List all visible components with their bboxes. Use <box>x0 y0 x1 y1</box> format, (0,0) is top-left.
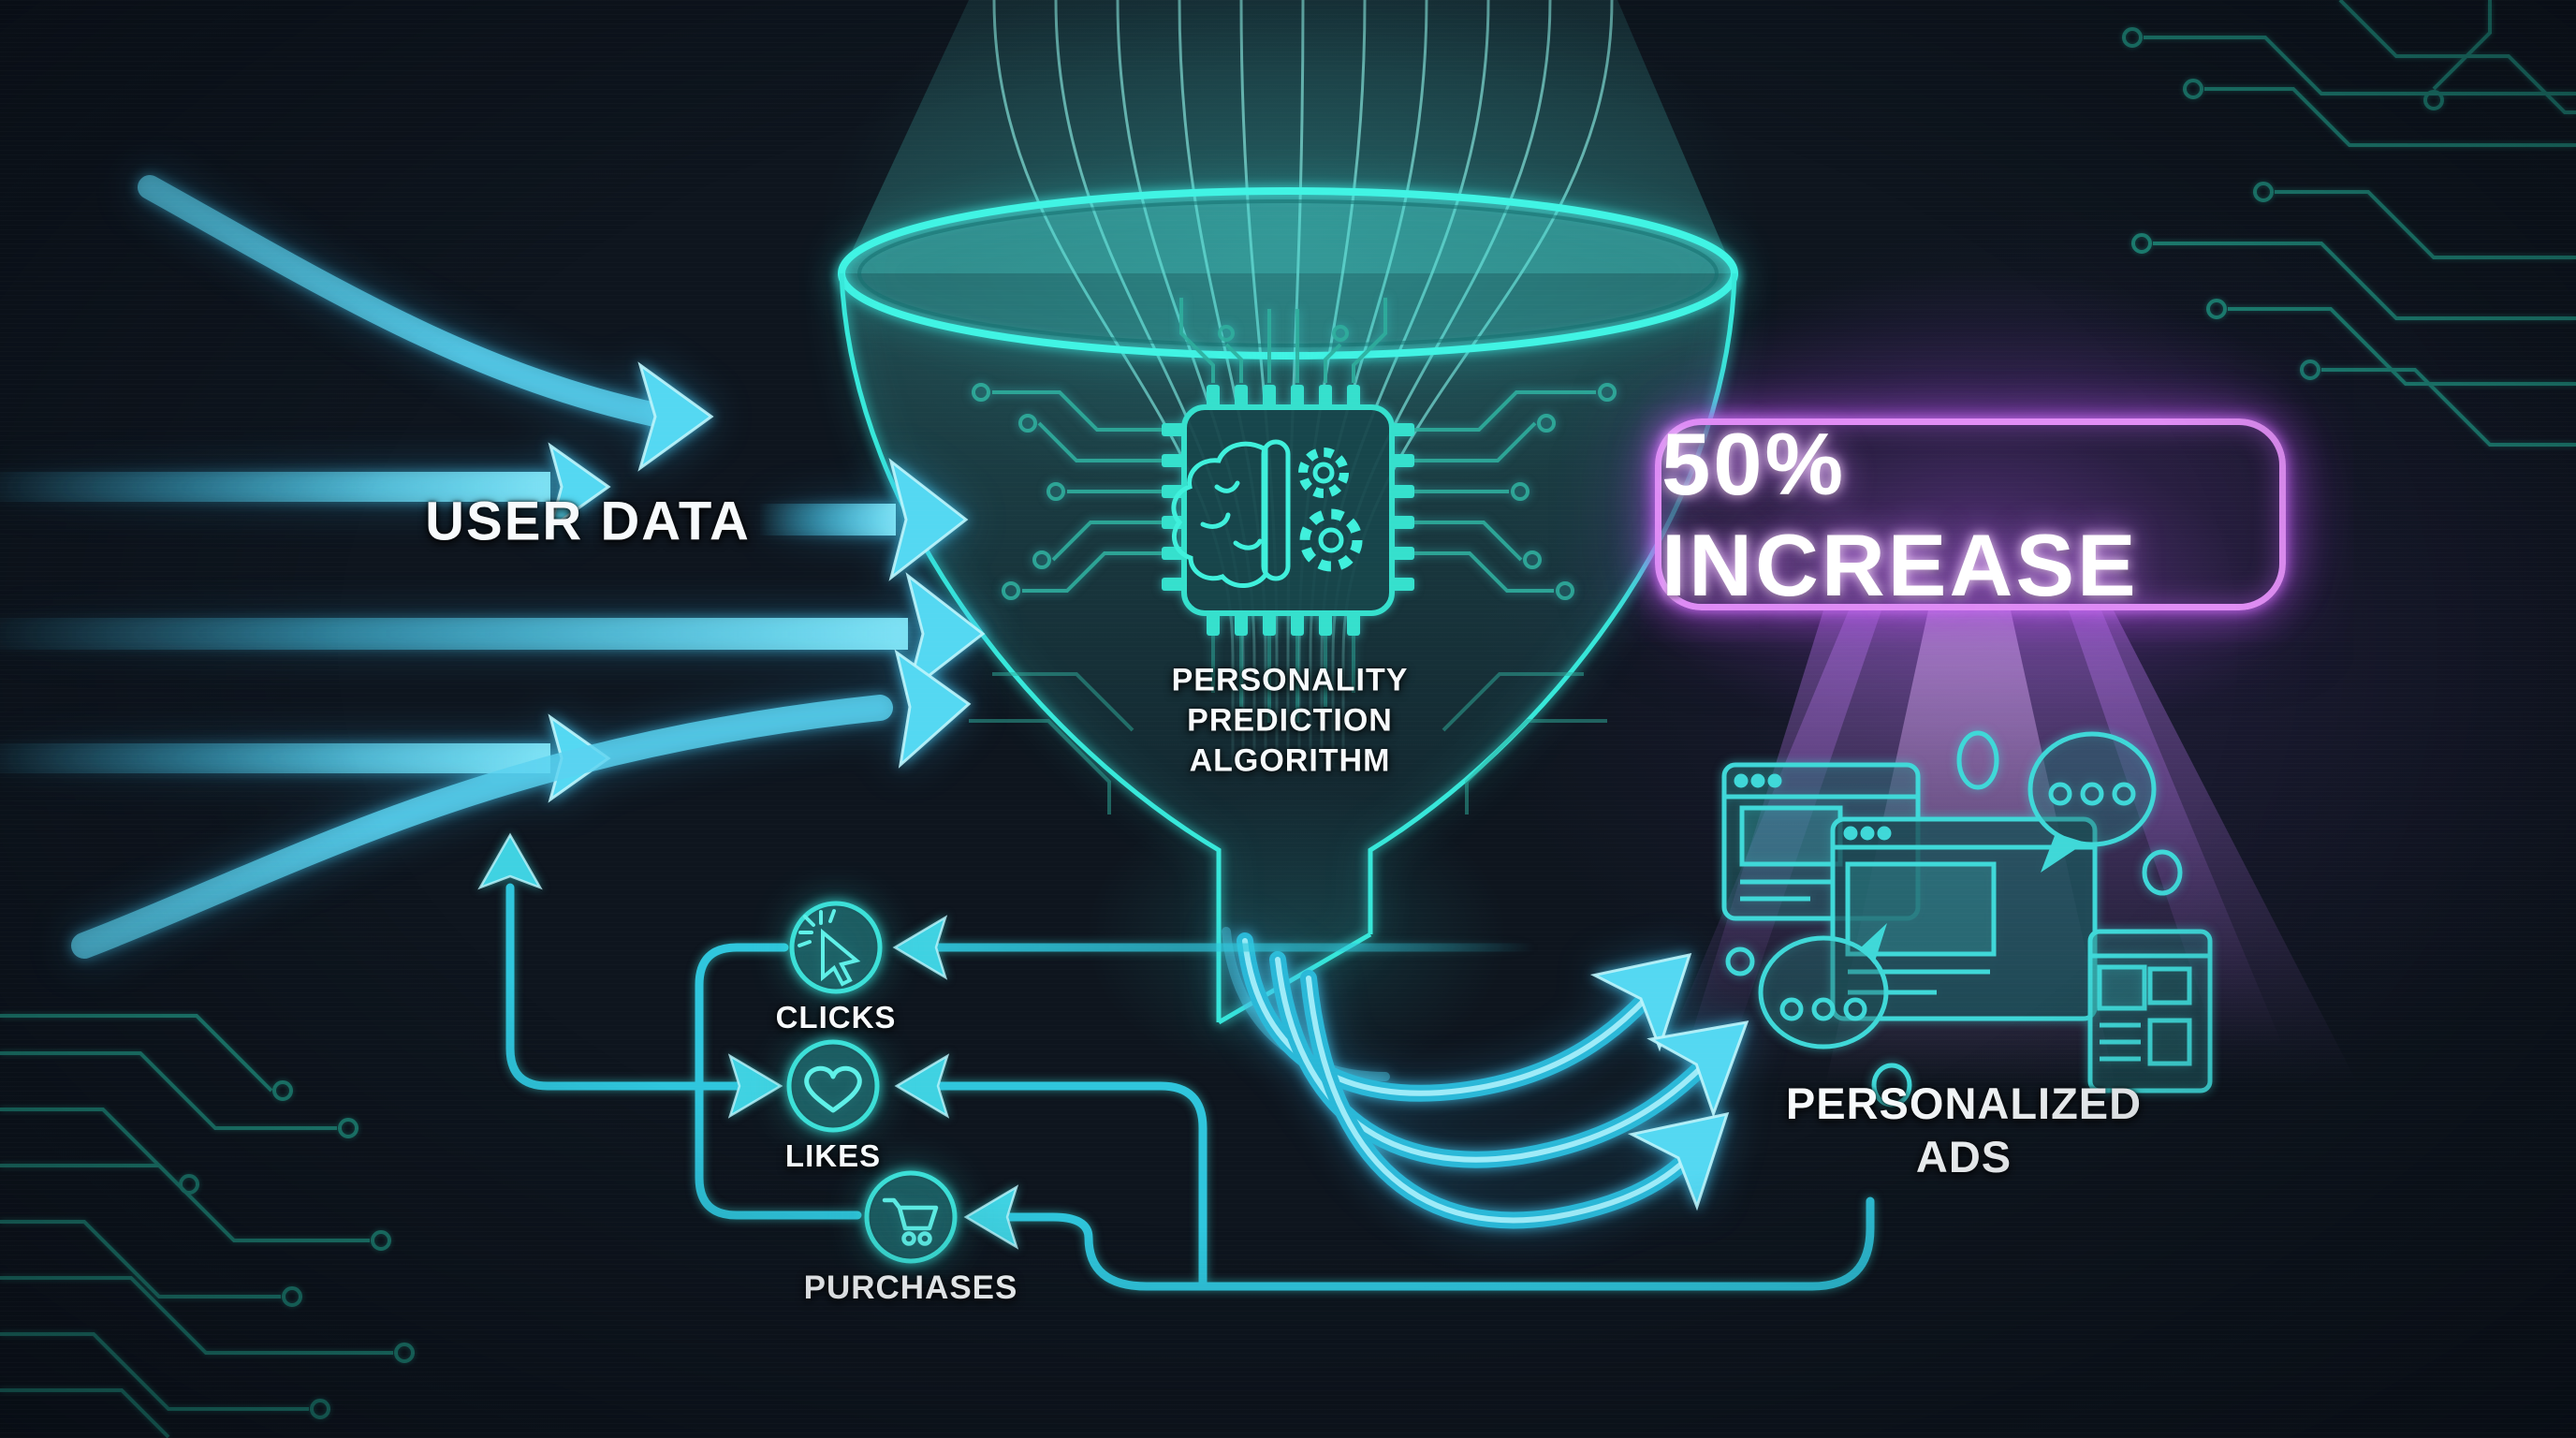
feedback-line-main <box>974 1196 1875 1291</box>
output-arrows <box>1222 927 1749 1229</box>
decor-dots <box>1725 730 2183 1108</box>
feedback-line-return <box>505 883 744 1091</box>
flow-arrow <box>760 504 896 536</box>
flow-arrow <box>0 743 550 773</box>
flow-arrow <box>71 695 893 959</box>
algorithm-label-line: ALGORITHM <box>1189 742 1391 779</box>
chat-bubble-icon <box>1758 923 1889 1049</box>
algorithm-label-line: PERSONALITY <box>1171 662 1409 698</box>
arrowhead <box>892 915 948 980</box>
personalized-ads-line: PERSONALIZED <box>1785 1078 2143 1128</box>
funnel-body <box>842 273 1734 1022</box>
arrowhead <box>894 649 972 769</box>
likes-badge <box>786 1039 880 1133</box>
arrowhead <box>727 1053 783 1119</box>
circuit-decoration-bottom-left <box>0 1014 415 1438</box>
algorithm-label-line: PREDICTION <box>1187 702 1393 739</box>
chip-pins <box>1162 385 1414 636</box>
funnel-mouth <box>838 187 1738 360</box>
browser-window-icon <box>2087 929 2213 1093</box>
purchases-badge <box>864 1170 958 1264</box>
personalized-ads-line: ADS <box>1915 1132 2012 1181</box>
feedback-loop <box>477 832 1875 1291</box>
ads-cluster <box>1721 730 2213 1108</box>
result-badge-text: 50% INCREASE <box>1661 414 2139 614</box>
flow-arrow <box>1237 932 1692 1102</box>
flow-arrow <box>0 472 550 502</box>
feedback-icons <box>786 901 958 1264</box>
arrowhead <box>894 1053 950 1119</box>
browser-window-icon <box>1830 816 2098 1021</box>
algorithm-chip <box>972 298 1617 723</box>
algorithm-label: PERSONALITY PREDICTION ALGORITHM <box>1172 661 1409 782</box>
cursor-click-icon <box>798 909 861 987</box>
brain-icon <box>1171 439 1291 588</box>
chip-circuit-traces <box>972 298 1617 723</box>
flow-arrow <box>138 175 667 427</box>
clicks-label: CLICKS <box>775 1000 897 1034</box>
funnel <box>838 187 1738 1025</box>
chat-bubble-icon <box>2027 731 2157 873</box>
arrowhead <box>888 458 969 581</box>
flow-arrow <box>1269 951 1749 1168</box>
shopping-cart-icon <box>882 1197 939 1246</box>
flow-arrow <box>1300 970 1730 1229</box>
arrowhead <box>637 361 714 472</box>
likes-label: LIKES <box>784 1138 882 1173</box>
personalized-ads-label: PERSONALIZED ADS <box>1786 1077 2142 1183</box>
feedback-line-likes <box>907 1081 1208 1291</box>
arrowhead-up <box>477 832 543 890</box>
feedback-bracket <box>695 943 862 1220</box>
flow-arrow <box>0 618 908 650</box>
arrowhead <box>963 1184 1019 1250</box>
gear-icon <box>1298 448 1363 572</box>
funnel-inner-traces <box>969 672 1607 814</box>
heart-icon <box>804 1065 862 1113</box>
user-data-label: USER DATA <box>425 491 751 552</box>
arrowhead <box>905 572 986 696</box>
purchases-label: PURCHASES <box>803 1269 1018 1306</box>
circuit-decoration-top-right <box>2122 0 2576 447</box>
input-arrows <box>0 175 986 959</box>
result-badge: 50% INCREASE <box>1655 415 2286 614</box>
arrowhead <box>548 442 611 532</box>
clicks-badge <box>789 901 883 994</box>
